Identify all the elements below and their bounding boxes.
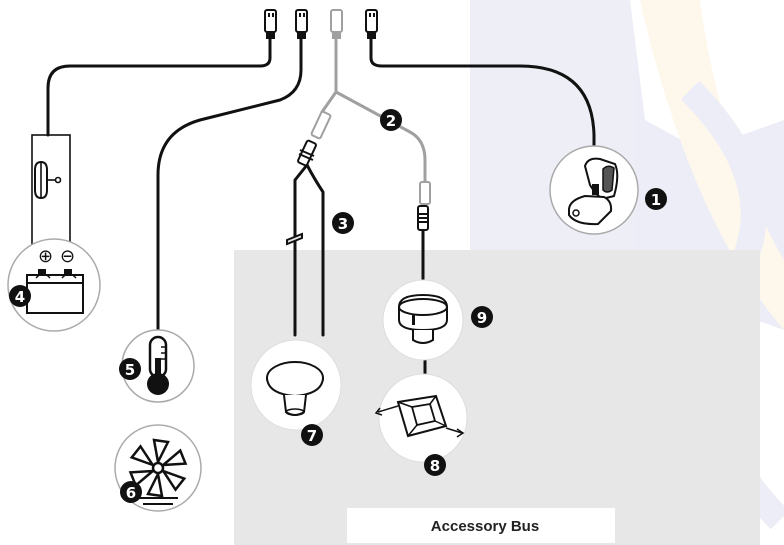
connector-icon	[365, 9, 378, 39]
callout-4: 4	[9, 285, 31, 307]
speed-cable-right	[305, 163, 325, 337]
callout-5: 5	[119, 358, 141, 380]
accessory-bus-label-box	[347, 508, 615, 543]
speed-cable-left	[293, 163, 309, 337]
callout-9: 9	[471, 306, 493, 328]
svg-text:4: 4	[15, 288, 25, 306]
svg-text:2: 2	[386, 112, 396, 130]
connector-icon	[297, 139, 317, 167]
callout-6: 6	[120, 481, 142, 503]
puck-sensor-icon	[382, 279, 464, 361]
callout-2: 2	[380, 109, 402, 131]
callout-7: 7	[301, 424, 323, 446]
transducer-icon	[549, 145, 639, 235]
svg-text:7: 7	[307, 427, 317, 445]
connector-icon	[419, 181, 431, 205]
y-cable-branch-right	[334, 90, 427, 184]
thermometer-icon	[121, 329, 195, 403]
watermark-accent-shape	[640, 0, 784, 330]
svg-text:1: 1	[651, 191, 661, 209]
svg-text:5: 5	[125, 361, 135, 379]
battery-plus-symbol: ⊕	[38, 246, 53, 267]
svg-text:8: 8	[430, 457, 440, 475]
svg-text:6: 6	[126, 484, 136, 502]
callout-3: 3	[332, 212, 354, 234]
battery-minus-symbol: ⊖	[60, 246, 75, 267]
temperature-cable	[156, 36, 303, 332]
connector-icon	[417, 205, 429, 231]
callout-8: 8	[424, 454, 446, 476]
connector-icon	[295, 9, 308, 39]
callout-1: 1	[645, 188, 667, 210]
connector-icon	[310, 110, 332, 140]
svg-text:9: 9	[477, 309, 487, 327]
connector-icon	[264, 9, 277, 39]
accessory-bus-label: Accessory Bus	[431, 518, 539, 535]
mount-plate-icon	[374, 373, 468, 463]
knob-sensor-icon	[250, 339, 342, 431]
transducer-cable	[369, 36, 596, 150]
fuse-icon	[31, 134, 71, 266]
power-cable	[46, 36, 272, 137]
battery-icon: ⊕ ⊖	[7, 238, 101, 332]
y-cable-branch-left	[320, 36, 338, 114]
cable-break-mark	[286, 232, 303, 246]
svg-text:3: 3	[338, 215, 348, 233]
connector-icon	[330, 9, 343, 39]
